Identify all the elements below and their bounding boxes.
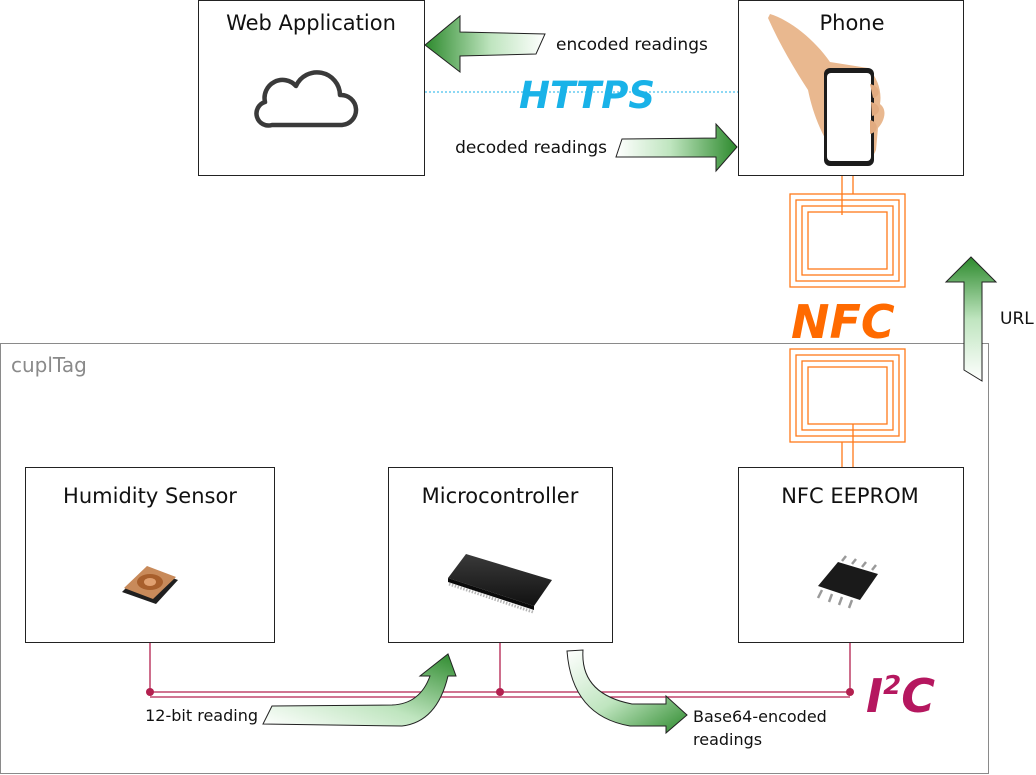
- nfc-label: NFC: [791, 295, 895, 349]
- microcontroller-chip: [448, 554, 552, 614]
- microcontroller-box: Microcontroller: [388, 467, 613, 643]
- phone-box: Phone: [738, 0, 964, 176]
- web-application-box: Web Application: [198, 0, 425, 176]
- nfc-eeprom-title: NFC EEPROM: [781, 484, 919, 508]
- humidity-sensor-chip: [122, 566, 178, 604]
- i2c-label: I2C: [866, 669, 935, 723]
- hand-holding-phone: [768, 14, 885, 166]
- encoded-readings-arrow: [424, 14, 546, 74]
- url-label: URL: [1000, 309, 1034, 329]
- cupltag-group-label: cuplTag: [11, 353, 87, 377]
- nfc-eeprom-box: NFC EEPROM: [738, 467, 964, 643]
- phone-antenna-coil: [789, 176, 906, 288]
- cloud-icon: [254, 70, 359, 128]
- cupltag-group-border: [0, 343, 989, 774]
- humidity-sensor-box: Humidity Sensor: [25, 467, 275, 643]
- decoded-readings-label: decoded readings: [455, 138, 607, 158]
- base64-readings-arrow: [566, 649, 688, 735]
- eeprom-chip: [816, 555, 878, 609]
- https-label: HTTPS: [519, 74, 655, 117]
- url-arrow: [944, 256, 998, 382]
- humidity-sensor-title: Humidity Sensor: [63, 484, 237, 508]
- base64-readings-label: Base64-encoded readings: [693, 707, 832, 749]
- microcontroller-title: Microcontroller: [422, 484, 579, 508]
- twelve-bit-reading-label: 12-bit reading: [145, 706, 258, 725]
- i2c-bus-nodes: [146, 688, 854, 696]
- phone-title: Phone: [819, 11, 884, 35]
- eeprom-antenna-coil: [789, 348, 906, 467]
- encoded-readings-label: encoded readings: [556, 35, 708, 55]
- web-application-title: Web Application: [226, 11, 396, 35]
- sensor-reading-arrow: [262, 653, 457, 727]
- decoded-readings-arrow: [615, 122, 738, 173]
